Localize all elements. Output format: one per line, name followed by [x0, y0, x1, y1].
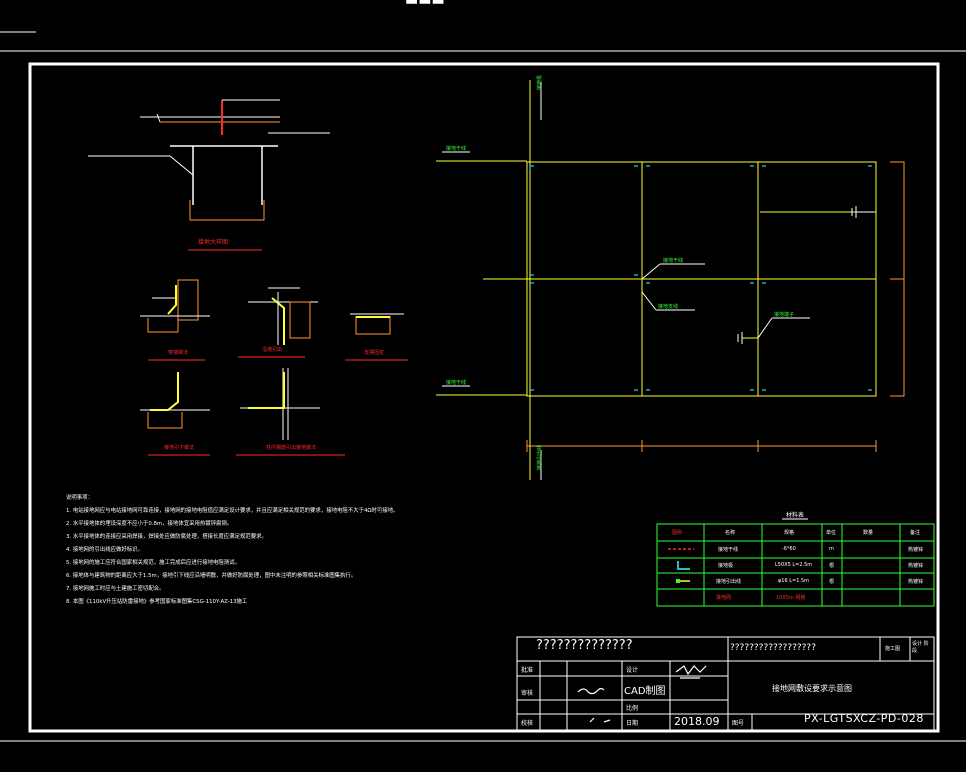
tb-label-approve: 批准 — [521, 667, 534, 674]
note-line: 6. 接地体与建筑物的距离应大于1.5m，接地引下线应沿墙明敷，并做好防腐处理，… — [66, 573, 357, 579]
detail-caption-4: 接地引下做法 — [164, 445, 195, 451]
legend-row-1-name: 接地干线 — [718, 547, 739, 553]
tb-project: ?????????????????? — [730, 643, 816, 653]
detail-caption-2: 沿墙引出 — [262, 347, 283, 353]
note-line: 5. 接地网的施工应符合国家相关规范，施工完成后应进行接地电阻测试。 — [66, 560, 240, 566]
design-notes: 说明事项： 1. 电站接地网应与电站接地网可靠连接，接地网的接地电阻值应满足设计… — [66, 492, 398, 609]
plan-label-electrode: 接地极 — [537, 74, 543, 90]
top-title: ■■■ — [405, 0, 445, 6]
legend-row-1-note: 热镀锌 — [908, 547, 924, 553]
legend-row-4-spec: 10X5m 网格 — [776, 595, 806, 601]
legend-row-1-unit: m — [829, 546, 834, 552]
detail-through-wall — [140, 279, 210, 361]
tb-label-cad: CAD制图 — [624, 686, 666, 697]
drawing-frame — [28, 62, 940, 733]
legend-row-2-spec: L50X5 L=2.5m — [775, 562, 813, 568]
legend-row-2-name: 接地极 — [718, 563, 734, 569]
note-line: 2. 水平接地体的埋设深度不应小于0.8m，接地体宜采用热镀锌扁钢。 — [66, 521, 233, 527]
signature-strokes — [577, 665, 707, 723]
detail-downlead — [140, 372, 210, 456]
tb-label-drawing-no: 图号 — [732, 720, 745, 727]
tb-stage: 施工图 — [885, 646, 901, 652]
legend-row-3-spec: φ16 L=1.5m — [778, 578, 810, 584]
legend-row-3-name: 接地引出线 — [716, 579, 742, 585]
plan-label-left-bottom: 接地干线 — [446, 380, 467, 386]
plan-label-left-top: 接地干线 — [446, 146, 467, 152]
tb-label-scale: 比例 — [626, 705, 639, 712]
grounding-grid-plan — [436, 80, 877, 480]
tb-drawing-title: 接地网敷设要求示意图 — [772, 684, 852, 693]
detail-along-wall — [238, 287, 318, 358]
note-line: 1. 电站接地网应与电站接地网可靠连接，接地网的接地电阻值应满足设计要求，并且应… — [66, 508, 399, 514]
tb-label-check: 校核 — [521, 720, 534, 727]
grounding-detail-main — [88, 99, 330, 251]
ground-electrode-symbols — [737, 206, 874, 344]
plan-label-main-conductor: 接地干线 — [663, 258, 684, 264]
legend-symbols — [668, 548, 694, 583]
material-legend-table — [656, 523, 935, 607]
detail-main-caption: 接地大样图 — [198, 239, 229, 246]
legend-title: 材料表 — [786, 512, 805, 519]
detail-caption-3: 支撑固定 — [364, 350, 385, 356]
title-block-frame — [516, 636, 935, 731]
tb-drawing-number: PX-LGTSXCZ-PD-028 — [804, 712, 924, 725]
detail-support-fix — [345, 313, 408, 361]
legend-header-unit: 单位 — [826, 530, 837, 536]
note-line: 8. 本图《110kV升压站防雷接地》参考国家标准图集CSG-110Y-AZ-1… — [66, 599, 248, 605]
legend-row-4-name: 接地网 — [716, 595, 732, 601]
tb-label-date: 日期 — [626, 720, 639, 727]
legend-row-3-note: 热镀锌 — [908, 579, 924, 585]
tb-company: ?????????????? — [536, 638, 633, 653]
legend-header-note: 备注 — [910, 530, 921, 536]
legend-row-1-spec: -6*60 — [782, 546, 796, 552]
legend-header-symbol: 图例 — [672, 530, 683, 536]
note-line: 4. 接地网的引出线应做好标识。 — [66, 547, 143, 553]
legend-header-spec: 规格 — [784, 530, 795, 536]
legend-row-2-note: 热镀锌 — [908, 563, 924, 569]
tb-label-review: 审核 — [521, 690, 534, 697]
legend-row-2-unit: 根 — [829, 563, 835, 569]
tb-label-design: 设计 — [626, 667, 639, 674]
detail-caption-5: 柱内钢筋引出接地做法 — [266, 445, 317, 451]
legend-header-qty: 数量 — [863, 530, 874, 536]
tb-stage-right: 设计 阶段 — [912, 641, 929, 654]
note-line: 3. 水平接地体的连接应采用焊接，焊接处应做防腐处理，搭接长度应满足规范要求。 — [66, 534, 267, 540]
plan-label-lead-out: 接地引出线 — [537, 444, 543, 470]
grid-corner-marks — [529, 165, 872, 391]
notes-title: 说明事项： — [66, 495, 93, 501]
plan-leaders — [442, 82, 810, 480]
detail-caption-1: 穿墙做法 — [168, 350, 189, 356]
tb-date-value: 2018.09 — [674, 715, 720, 728]
detail-column-rebar — [236, 368, 345, 456]
plan-dimension-lines — [526, 161, 905, 452]
legend-row-3-unit: 根 — [829, 579, 835, 585]
plan-label-terminal: 接地端子 — [774, 312, 795, 318]
note-line: 7. 接地网施工时应与土建施工密切配合。 — [66, 586, 165, 592]
legend-header-name: 名称 — [725, 530, 736, 536]
plan-label-branch: 接地支线 — [658, 304, 679, 310]
